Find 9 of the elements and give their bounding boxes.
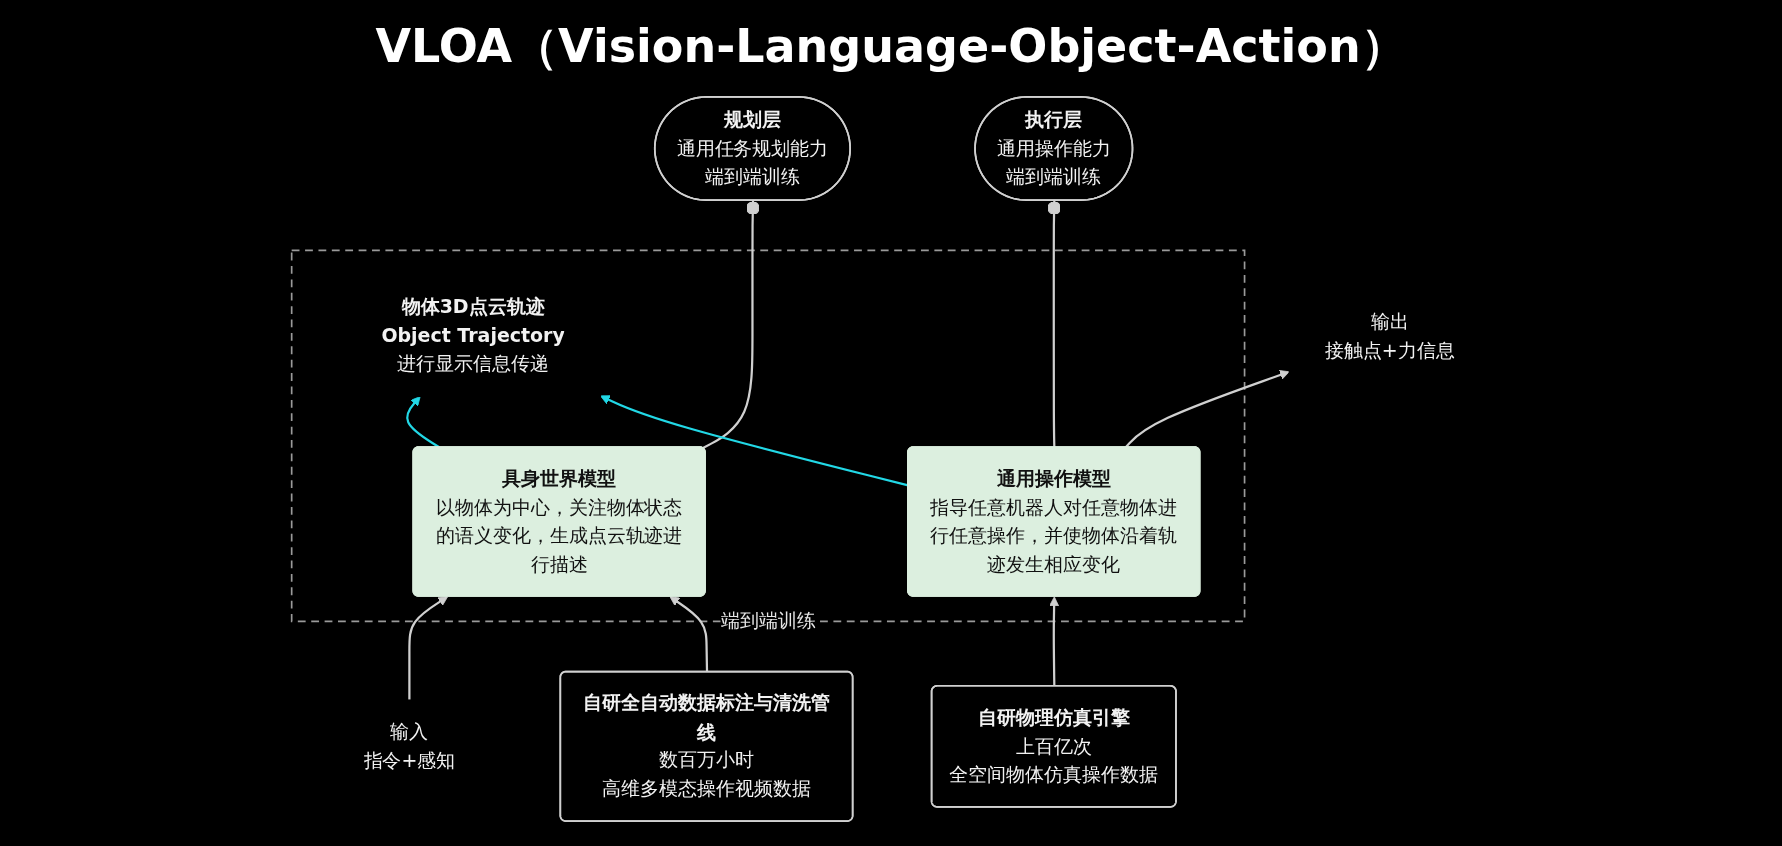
connector	[1047, 200, 1061, 448]
arrow	[669, 596, 709, 673]
node-text: 输出 接触点+力信息	[1324, 309, 1455, 361]
connector	[702, 200, 760, 449]
arrow	[1049, 596, 1060, 687]
node-text: 物体3D点云轨迹 Object Trajectory 进行显示信息传递	[381, 295, 565, 375]
title: VLOA（Vision-Language-Object-Action）	[375, 18, 1407, 75]
node-text: 输入 指令+感知	[363, 720, 456, 771]
arrow	[408, 596, 449, 700]
